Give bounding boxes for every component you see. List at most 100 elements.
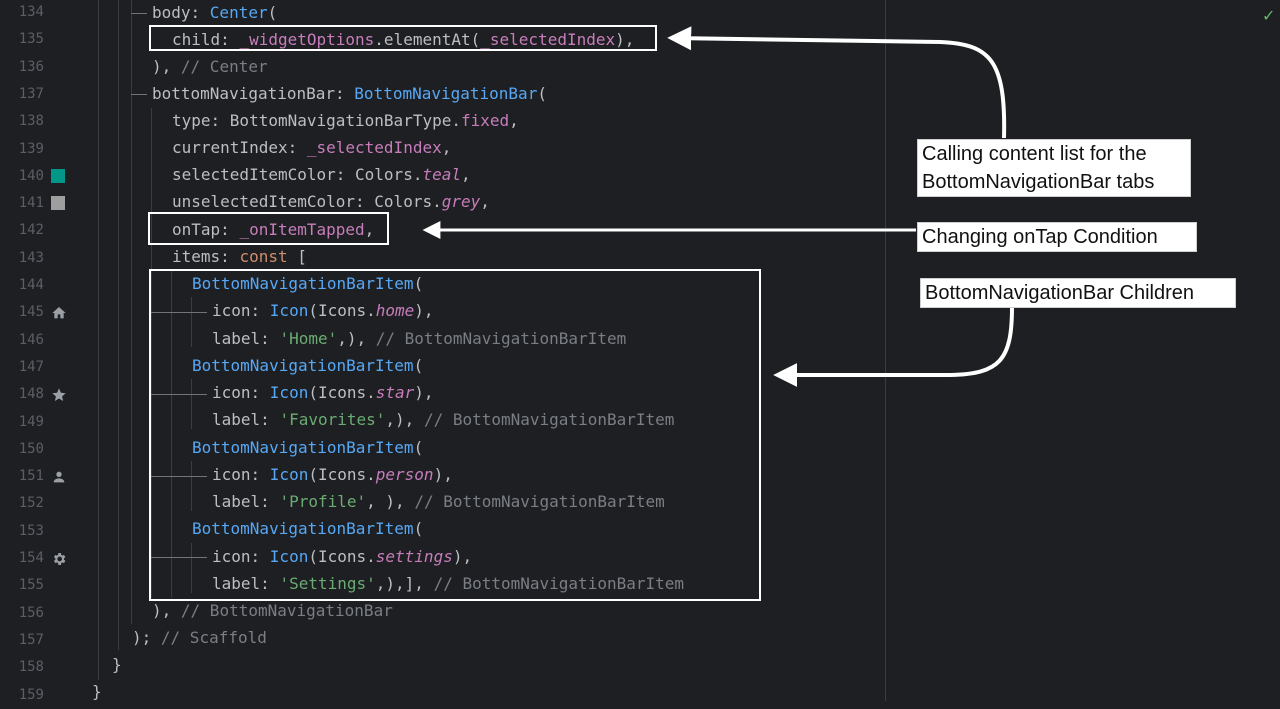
code-token: BottomNavigationBarItem bbox=[192, 274, 414, 293]
code-token: onTap: bbox=[172, 220, 240, 239]
highlight-box-items bbox=[149, 269, 761, 601]
code-token: const bbox=[239, 247, 288, 266]
code-line-138: type: BottomNavigationBarType.fixed, bbox=[172, 107, 519, 134]
line-number: 143 bbox=[18, 249, 44, 266]
code-comment: // Scaffold bbox=[160, 628, 267, 647]
code-token: star bbox=[375, 383, 415, 402]
code-token: (Icons. bbox=[308, 465, 376, 484]
code-line-136: ), // Center bbox=[152, 53, 268, 80]
code-token: _selectedIndex bbox=[480, 30, 616, 49]
line-number: 158 bbox=[18, 659, 44, 676]
star-icon[interactable] bbox=[51, 387, 66, 402]
code-token: body: bbox=[152, 3, 210, 22]
callout-text: Calling content list for the bbox=[922, 143, 1147, 165]
code-token: , bbox=[364, 220, 375, 239]
line-number: 140 bbox=[18, 167, 44, 184]
code-token: label: bbox=[212, 410, 280, 429]
code-token: ( bbox=[537, 84, 547, 103]
inspection-ok-icon[interactable]: ✓ bbox=[1262, 6, 1276, 25]
code-token: BottomNavigationBar bbox=[354, 84, 538, 103]
tree-connector bbox=[151, 394, 207, 395]
code-line-141: unselectedItemColor: Colors.grey, bbox=[172, 188, 490, 215]
indent-guide bbox=[118, 0, 119, 650]
code-token: label: bbox=[212, 574, 280, 593]
line-number: 146 bbox=[18, 331, 44, 348]
indent-guide bbox=[191, 543, 192, 593]
indent-guide bbox=[171, 270, 172, 598]
code-line-148: icon: Icon(Icons.star), bbox=[212, 379, 434, 406]
code-line-150: BottomNavigationBarItem( bbox=[192, 434, 423, 461]
line-number: 144 bbox=[18, 277, 44, 293]
code-token: ( bbox=[267, 3, 278, 22]
code-token: icon: bbox=[212, 383, 270, 402]
code-token: ); bbox=[132, 628, 161, 647]
code-line-152: label: 'Profile', ), // BottomNavigation… bbox=[212, 488, 665, 515]
color-swatch-icon[interactable] bbox=[51, 168, 65, 183]
code-token: ,), bbox=[337, 329, 376, 348]
code-line-157: ); // Scaffold bbox=[132, 624, 267, 651]
code-token: ), bbox=[452, 547, 473, 566]
line-number: 139 bbox=[18, 140, 44, 157]
code-token: Icon bbox=[269, 465, 309, 484]
code-token: ( bbox=[413, 519, 424, 538]
line-number: 137 bbox=[18, 85, 44, 102]
indent-guide bbox=[131, 0, 132, 624]
code-token: selectedItemColor: Colors. bbox=[172, 165, 423, 184]
tree-connector bbox=[131, 94, 147, 95]
tree-connector bbox=[151, 312, 207, 313]
callout-ontap: Changing onTap Condition bbox=[917, 222, 1197, 252]
code-token: ), bbox=[152, 57, 181, 76]
code-string: 'Home' bbox=[279, 329, 338, 348]
line-number: 154 bbox=[18, 550, 44, 566]
indent-guide bbox=[191, 461, 192, 511]
color-swatch-icon[interactable] bbox=[51, 196, 65, 211]
code-token: , bbox=[480, 192, 490, 211]
code-string: 'Favorites' bbox=[279, 410, 386, 429]
code-token: icon: bbox=[212, 301, 270, 320]
line-number: 147 bbox=[18, 358, 44, 375]
highlight-box-child bbox=[149, 25, 657, 51]
code-line-155: label: 'Settings',),], // BottomNavigati… bbox=[212, 570, 684, 597]
code-line-151: icon: Icon(Icons.person), bbox=[212, 461, 453, 488]
callout-text: Changing onTap Condition bbox=[922, 226, 1158, 248]
tree-connector bbox=[131, 13, 147, 14]
indent-guide bbox=[151, 108, 152, 598]
code-token: label: bbox=[212, 329, 280, 348]
code-token: settings bbox=[375, 547, 453, 566]
line-number: 135 bbox=[18, 31, 44, 48]
settings-icon[interactable] bbox=[51, 551, 66, 565]
line-number: 142 bbox=[18, 222, 44, 239]
code-token: grey bbox=[441, 192, 481, 211]
code-token: , bbox=[441, 138, 452, 157]
callout-content-list: Calling content list for the BottomNavig… bbox=[917, 139, 1191, 197]
code-token: ), bbox=[615, 30, 635, 49]
code-token: ), bbox=[414, 301, 434, 320]
line-number: 136 bbox=[18, 58, 44, 75]
code-token: BottomNavigationBarItem bbox=[192, 438, 414, 457]
code-line-142: onTap: _onItemTapped, bbox=[172, 216, 374, 243]
code-token: _widgetOptions bbox=[239, 30, 375, 49]
code-token: (Icons. bbox=[308, 547, 376, 566]
code-token: , bbox=[460, 165, 471, 184]
code-token: currentIndex: bbox=[172, 138, 307, 157]
code-token: ), bbox=[433, 465, 453, 484]
code-token: label: bbox=[212, 492, 280, 511]
code-token: bottomNavigationBar: bbox=[152, 84, 355, 103]
code-token: ( bbox=[413, 438, 424, 457]
tree-connector bbox=[151, 476, 207, 477]
code-token: (Icons. bbox=[308, 383, 376, 402]
code-comment: // Center bbox=[180, 57, 268, 76]
code-token: home bbox=[375, 301, 415, 320]
code-line-140: selectedItemColor: Colors.teal, bbox=[172, 161, 471, 188]
line-number: 159 bbox=[18, 686, 44, 703]
person-icon[interactable] bbox=[51, 469, 65, 483]
code-token: unselectedItemColor: Colors. bbox=[172, 192, 442, 211]
line-number: 145 bbox=[18, 304, 44, 321]
line-number: 150 bbox=[18, 440, 44, 457]
code-token: ( bbox=[413, 274, 424, 293]
callout-text: BottomNavigationBar Children bbox=[925, 282, 1195, 304]
home-icon[interactable] bbox=[51, 305, 66, 319]
indent-guide bbox=[98, 0, 99, 680]
